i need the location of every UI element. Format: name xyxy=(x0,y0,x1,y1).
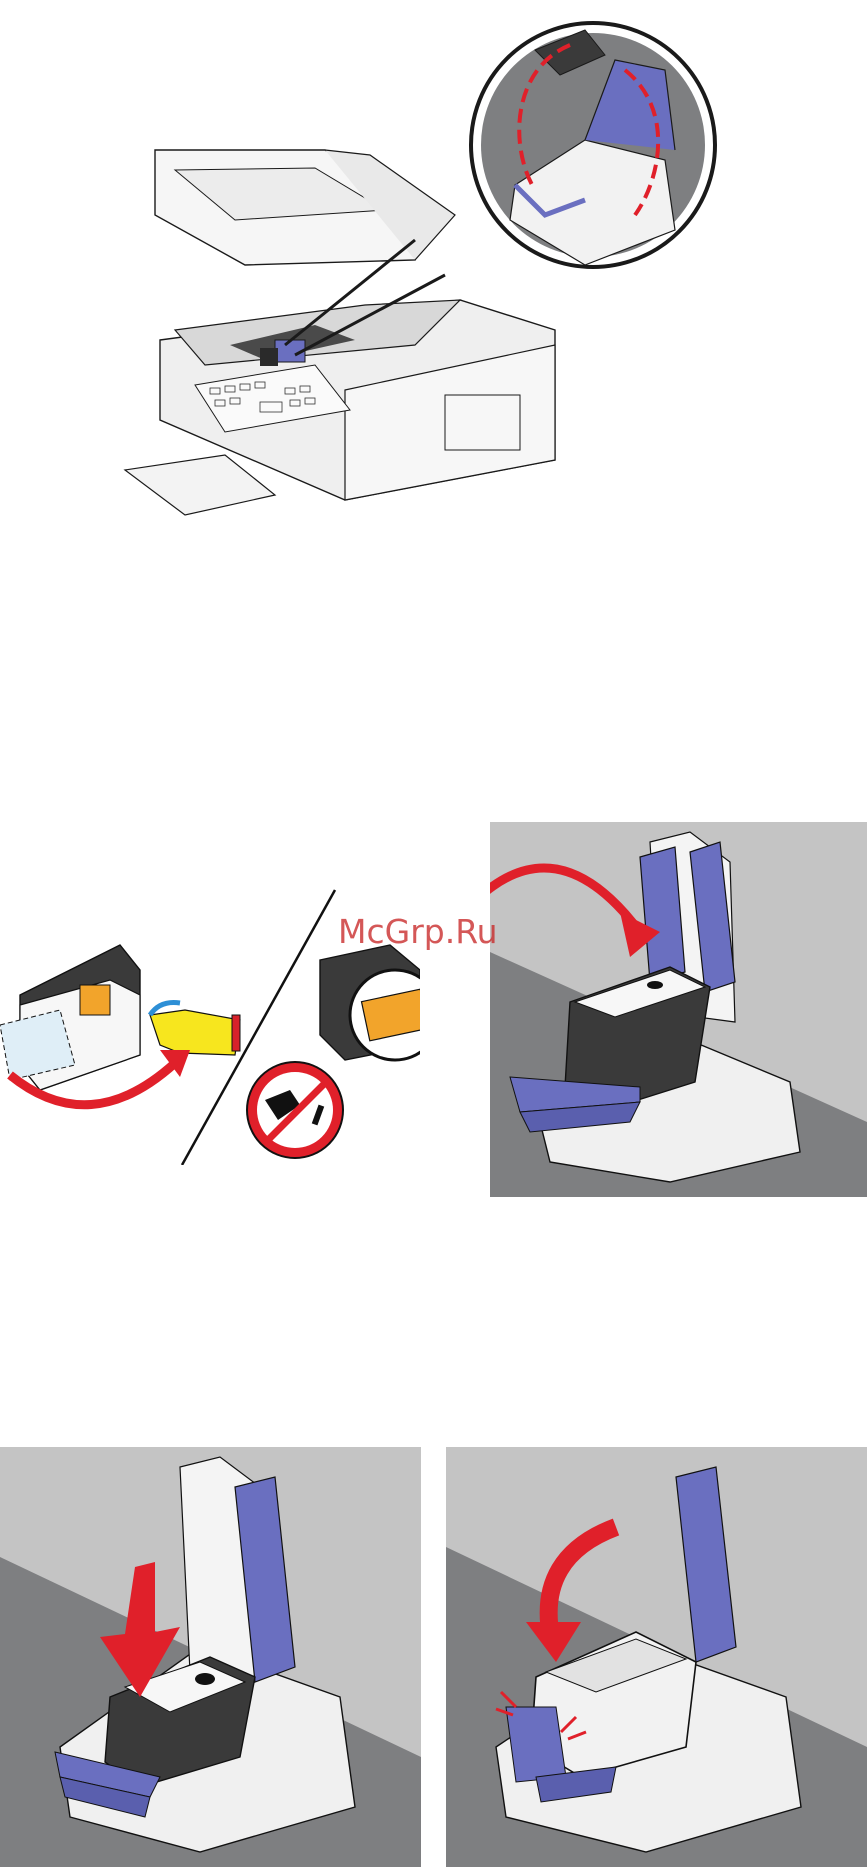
insert-cartridge-illustration xyxy=(490,822,867,1197)
tape-removal-figure xyxy=(0,745,420,1165)
printer-illustration xyxy=(115,0,735,525)
watermark-text: McGrp.Ru xyxy=(338,912,498,951)
insert-cartridge-panel xyxy=(490,822,867,1197)
close-lid-illustration xyxy=(446,1447,867,1867)
press-cartridge-illustration xyxy=(0,1447,421,1867)
press-cartridge-panel xyxy=(0,1447,421,1867)
tape-removal-illustration xyxy=(0,745,420,1165)
printer-figure xyxy=(115,0,735,525)
close-lid-panel xyxy=(446,1447,867,1867)
